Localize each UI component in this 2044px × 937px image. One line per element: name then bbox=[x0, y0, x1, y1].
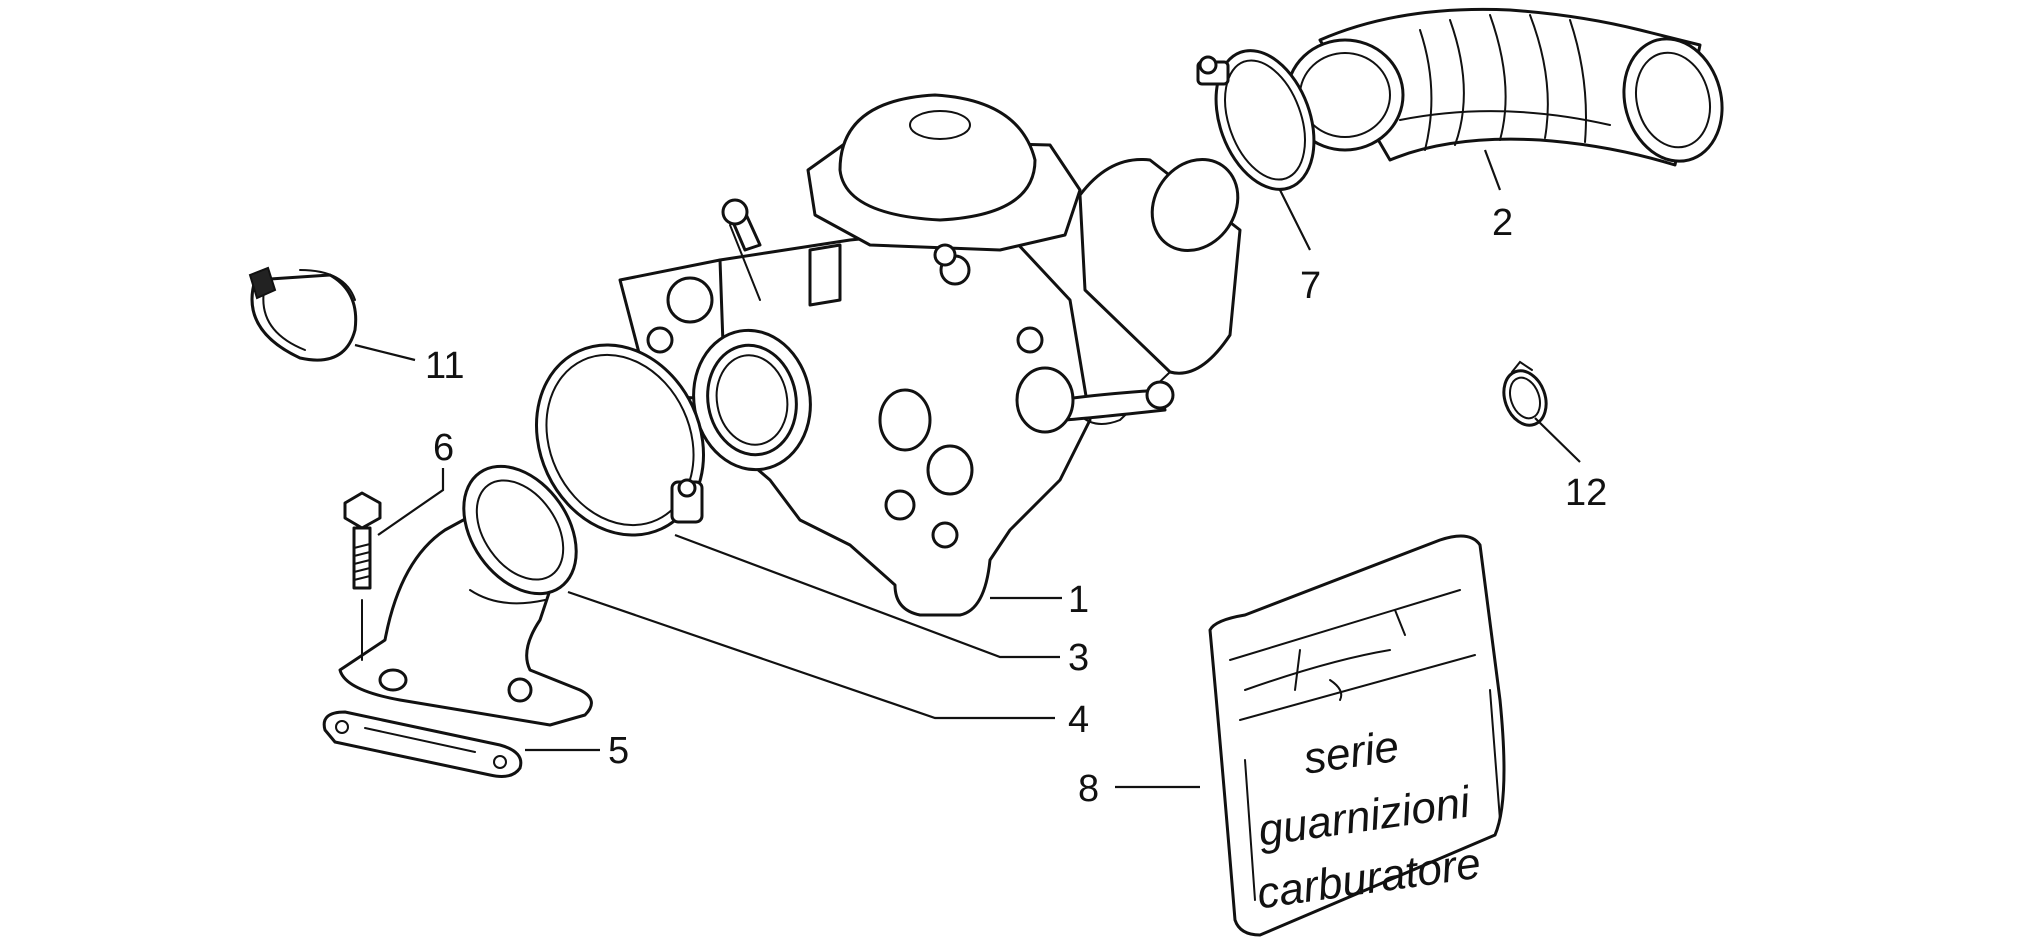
callout-label-4: 4 bbox=[1068, 699, 1089, 741]
leader-2 bbox=[1483, 149, 1502, 191]
carburettor-part bbox=[618, 93, 1242, 617]
leader-11 bbox=[354, 343, 416, 362]
intake-hose-part bbox=[1285, 7, 1724, 167]
callout-label-2: 2 bbox=[1492, 202, 1513, 244]
hose-clamp-3-part bbox=[534, 343, 706, 537]
callout-label-12: 12 bbox=[1565, 472, 1607, 514]
spring-clamp-12-part bbox=[1502, 360, 1548, 427]
leader-6 bbox=[377, 468, 445, 536]
leader-12 bbox=[1534, 417, 1581, 463]
gasket-kit-bag-part bbox=[1208, 534, 1506, 937]
band-clamp-11-part bbox=[248, 266, 358, 362]
flat-gasket-part bbox=[322, 710, 523, 778]
callout-label-3: 3 bbox=[1068, 637, 1089, 679]
callout-label-11: 11 bbox=[425, 345, 464, 387]
callout-label-6: 6 bbox=[433, 427, 454, 469]
hose-clamp-7-part bbox=[1196, 49, 1316, 191]
leader-7 bbox=[1279, 189, 1311, 251]
bolt-part bbox=[343, 491, 382, 661]
callout-label-8: 8 bbox=[1078, 768, 1099, 810]
intake-manifold-part bbox=[338, 464, 593, 727]
callout-label-1: 1 bbox=[1068, 579, 1089, 621]
callout-label-5: 5 bbox=[608, 730, 629, 772]
callout-label-7: 7 bbox=[1300, 265, 1321, 307]
leader-3 bbox=[674, 533, 1060, 659]
callout-numbers: 1 2 3 4 5 6 7 8 11 12 bbox=[425, 202, 1607, 810]
leader-lines bbox=[354, 149, 1581, 789]
leader-4 bbox=[567, 590, 1055, 720]
